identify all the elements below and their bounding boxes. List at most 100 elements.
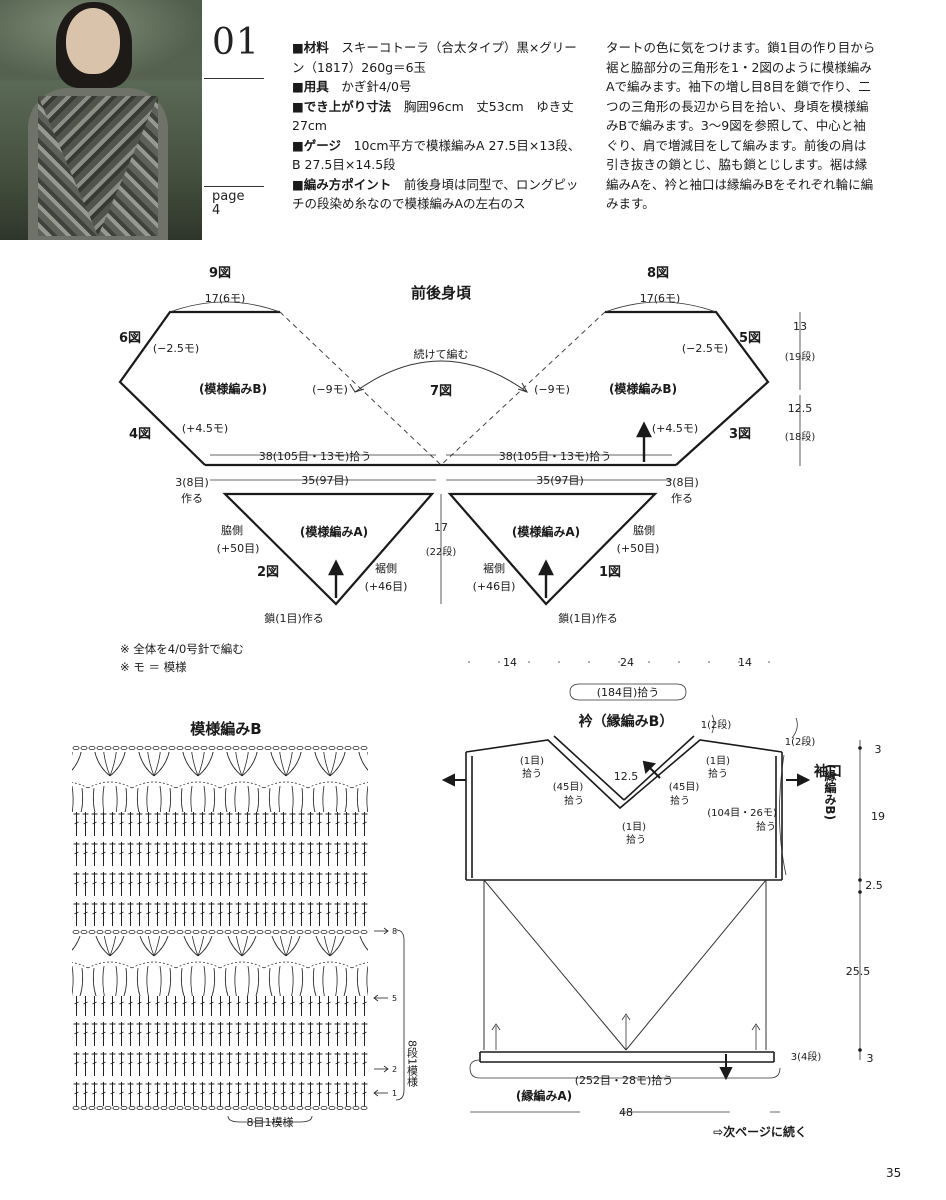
svg-text:3: 3	[875, 743, 882, 756]
svg-text:5図: 5図	[739, 331, 761, 346]
svg-text:(18段): (18段)	[785, 430, 816, 443]
spec-item: ■でき上がり寸法 胸囲96cm 丈53cm ゆき丈27cm	[292, 98, 574, 134]
left-body-outline	[118, 310, 280, 466]
svg-text:(1目): (1目)	[706, 756, 730, 767]
svg-text:(−9モ): (−9モ)	[534, 383, 570, 396]
svg-text:(+46目): (+46目)	[473, 580, 516, 593]
svg-text:(252目・28モ)拾う: (252目・28モ)拾う	[575, 1073, 674, 1087]
svg-text:8: 8	[392, 927, 397, 936]
svg-text:4図: 4図	[129, 427, 151, 442]
svg-text:(+50目): (+50目)	[617, 542, 660, 555]
svg-text:脇側: 脇側	[633, 524, 655, 537]
notes: ※ 全体を4/0号針で編む ※ モ ＝ 模様	[120, 642, 244, 674]
svg-text:拾う: 拾う	[522, 767, 542, 780]
svg-text:38(105目・13モ)拾う: 38(105目・13モ)拾う	[499, 449, 612, 463]
svg-text:19: 19	[871, 810, 885, 823]
svg-text:(+4.5モ): (+4.5モ)	[182, 422, 228, 435]
svg-text:6図: 6図	[119, 331, 141, 346]
svg-text:17(6モ): 17(6モ)	[640, 292, 681, 305]
svg-text:(−9モ): (−9モ)	[312, 383, 348, 396]
spec-item: ■編み方ポイント 前後身頃は同型で、ロングピッチの段染め糸なので模様編みAの左右…	[292, 176, 579, 212]
continued-next-page: ⇨次ページに続く	[713, 1124, 807, 1139]
svg-text:3: 3	[867, 1052, 874, 1065]
finishing-diagram: 14 24 14 (184目)拾う 衿（縁編みB）	[441, 656, 885, 1139]
repeat-rows-label: 8段1模様	[406, 1040, 419, 1087]
svg-text:鎖(1目)作る: 鎖(1目)作る	[264, 611, 324, 625]
svg-text:35(97目): 35(97目)	[301, 474, 349, 487]
svg-text:14: 14	[503, 656, 517, 669]
svg-text:35(97目): 35(97目)	[536, 474, 584, 487]
svg-text:3(8目): 3(8目)	[175, 476, 209, 489]
svg-text:(184目)拾う: (184目)拾う	[597, 685, 660, 699]
svg-text:17(6モ): 17(6モ)	[205, 292, 246, 305]
svg-text:裾側: 裾側	[483, 561, 505, 575]
svg-text:2図: 2図	[257, 565, 279, 580]
svg-text:(+50目): (+50目)	[217, 542, 260, 555]
instructions-column: タートの色に気をつけます。鎖1目の作り目から裾と脇部分の三角形を1・2図のように…	[606, 40, 876, 211]
svg-text:1図: 1図	[599, 565, 621, 580]
svg-text:拾う: 拾う	[708, 767, 728, 780]
svg-text:(模様編みB): (模様編みB)	[199, 381, 267, 396]
svg-text:拾う: 拾う	[564, 794, 584, 807]
svg-text:3図: 3図	[729, 427, 751, 442]
svg-text:作る: 作る	[671, 492, 693, 505]
model-photo	[0, 0, 202, 240]
svg-text:裾側: 裾側	[375, 561, 397, 575]
body-diagram: 前後身頃 9図 8図 6図 5図 4図 3図 7図 2図 1図 17(6モ) 1…	[118, 266, 816, 625]
divider	[204, 186, 264, 187]
svg-text:(+46目): (+46目)	[365, 580, 408, 593]
page-reference: page 4	[212, 189, 245, 218]
svg-text:3(4段): 3(4段)	[791, 1050, 822, 1063]
svg-text:(模様編みA): (模様編みA)	[300, 524, 368, 539]
svg-text:(45目): (45目)	[669, 782, 700, 793]
svg-text:8図: 8図	[647, 266, 669, 281]
svg-text:13: 13	[793, 320, 807, 333]
hem-label: (縁編みA)	[516, 1088, 572, 1103]
svg-text:9図: 9図	[209, 266, 231, 281]
svg-text:2.5: 2.5	[865, 879, 883, 892]
repeat-stitches-label: 8目1模様	[247, 1115, 294, 1129]
svg-text:1: 1	[392, 1089, 397, 1098]
svg-text:1(2段): 1(2段)	[785, 735, 816, 748]
page-number: 35	[886, 1166, 902, 1180]
svg-text:(模様編みA): (模様編みA)	[512, 524, 580, 539]
svg-text:(1目): (1目)	[622, 822, 646, 833]
svg-text:17: 17	[434, 521, 448, 534]
svg-text:脇側: 脇側	[221, 524, 243, 537]
right-body-outline	[605, 310, 770, 466]
svg-text:(−2.5モ): (−2.5モ)	[153, 342, 199, 355]
chart-title: 模様編みB	[190, 720, 261, 738]
svg-text:拾う: 拾う	[670, 794, 690, 807]
svg-text:(45目): (45目)	[553, 782, 584, 793]
triangle-1	[447, 492, 658, 606]
svg-text:12.5: 12.5	[788, 402, 813, 415]
svg-text:38(105目・13モ)拾う: 38(105目・13モ)拾う	[259, 449, 372, 463]
svg-text:24: 24	[620, 656, 634, 669]
svg-text:(1目): (1目)	[520, 756, 544, 767]
svg-text:7図: 7図	[430, 384, 452, 399]
svg-text:(19段): (19段)	[785, 350, 816, 363]
spec-item: ■ゲージ 10cm平方で模様編みA 27.5目×13段、B 27.5目×14.5…	[292, 137, 581, 173]
stitch-chart: 模様編みB 8 5 2 1 8段1模様 8目1模様	[72, 720, 419, 1129]
svg-text:5: 5	[392, 994, 397, 1003]
svg-text:14: 14	[738, 656, 752, 669]
svg-text:(+4.5モ): (+4.5モ)	[652, 422, 698, 435]
svg-text:12.5: 12.5	[614, 770, 639, 783]
svg-text:25.5: 25.5	[846, 965, 871, 978]
svg-text:2: 2	[392, 1065, 397, 1074]
svg-text:続けて編む: 続けて編む	[414, 347, 469, 361]
svg-text:拾う: 拾う	[626, 833, 646, 846]
spec-item: ■用具 かぎ針4/0号	[292, 79, 412, 94]
svg-text:(模様編みB): (模様編みB)	[609, 381, 677, 396]
spec-item: ■材料 スキーコトーラ（合太タイプ）黒×グリーン（1817）260g＝6玉	[292, 40, 577, 75]
svg-text:拾う: 拾う	[756, 820, 776, 833]
triangle-2	[222, 492, 435, 606]
collar-label: 衿（縁編みB）	[579, 713, 674, 730]
svg-text:(−2.5モ): (−2.5モ)	[682, 342, 728, 355]
pattern-number: 01	[212, 22, 260, 63]
svg-text:鎖(1目)作る: 鎖(1目)作る	[558, 611, 618, 625]
specs-column: ■材料 スキーコトーラ（合太タイプ）黒×グリーン（1817）260g＝6玉 ■用…	[292, 38, 584, 214]
svg-text:48: 48	[619, 1106, 633, 1119]
cuff-label: 袖口	[814, 763, 842, 780]
divider	[204, 78, 264, 79]
